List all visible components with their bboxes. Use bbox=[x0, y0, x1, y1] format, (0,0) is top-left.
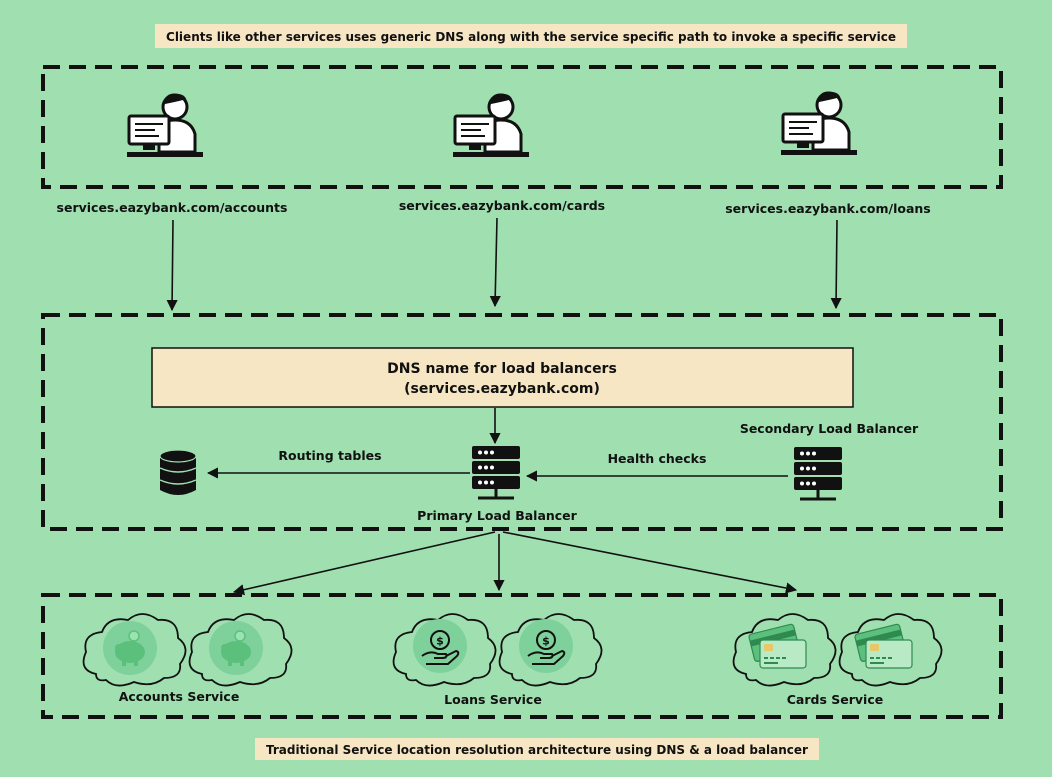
client-url-cards: services.eazybank.com/cards bbox=[399, 198, 605, 213]
arrow-accounts-to-lb bbox=[166, 219, 178, 312]
arrow-loans-to-lb bbox=[830, 219, 842, 310]
bottom-caption: Traditional Service location resolution … bbox=[266, 743, 808, 757]
database-icon bbox=[159, 449, 197, 495]
accounts-service-label: Accounts Service bbox=[119, 689, 240, 704]
top-caption-background bbox=[155, 24, 907, 48]
cards-service-label: Cards Service bbox=[787, 692, 883, 707]
user-at-computer-icon bbox=[125, 92, 205, 159]
arrow-cards-to-lb bbox=[489, 217, 501, 308]
piggy-bank-icon bbox=[102, 620, 158, 676]
user-at-computer-icon bbox=[451, 92, 531, 159]
secondary-lb-label: Secondary Load Balancer bbox=[740, 421, 919, 436]
bottom-caption-background bbox=[255, 738, 819, 760]
dns-box-line1: DNS name for load balancers bbox=[387, 361, 617, 377]
money-hand-icon bbox=[412, 618, 468, 674]
user-at-computer-icon bbox=[779, 90, 859, 157]
health-checks-label: Health checks bbox=[608, 451, 707, 466]
services-box bbox=[41, 593, 1003, 719]
top-caption: Clients like other services uses generic… bbox=[166, 30, 896, 44]
money-hand-icon bbox=[518, 618, 574, 674]
client-url-accounts: services.eazybank.com/accounts bbox=[57, 200, 288, 215]
routing-tables-label: Routing tables bbox=[278, 448, 381, 463]
secondary-load-balancer-server-icon bbox=[792, 445, 844, 501]
dns-name-box bbox=[151, 347, 854, 408]
primary-lb-label: Primary Load Balancer bbox=[417, 508, 577, 523]
arrow-to-accounts-service bbox=[232, 531, 496, 596]
load-balancer-box bbox=[41, 313, 1003, 531]
arrow-to-cards-service bbox=[502, 531, 798, 594]
piggy-bank-icon bbox=[208, 620, 264, 676]
client-url-loans: services.eazybank.com/loans bbox=[725, 201, 931, 216]
primary-load-balancer-server-icon bbox=[470, 444, 522, 500]
dns-box-line2: (services.eazybank.com) bbox=[404, 381, 600, 397]
clients-box bbox=[41, 65, 1003, 189]
loans-service-label: Loans Service bbox=[444, 692, 542, 707]
